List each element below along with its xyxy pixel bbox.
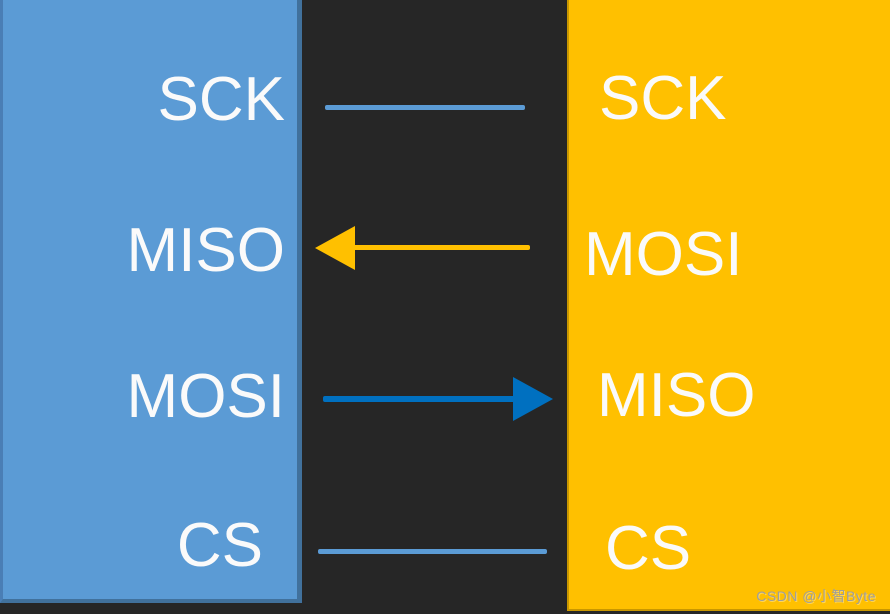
master-pin-sck: SCK bbox=[157, 65, 285, 134]
watermark: CSDN @小智Byte bbox=[756, 588, 876, 604]
slave-pin-miso: MISO bbox=[597, 361, 756, 430]
master-device-box: SCK MISO MOSI CS bbox=[0, 0, 302, 603]
arrow-left-icon bbox=[315, 226, 355, 270]
arrow-right-icon bbox=[513, 377, 553, 421]
slave-pin-mosi: MOSI bbox=[584, 220, 743, 289]
cs-wire bbox=[318, 549, 547, 554]
master-pin-mosi: MOSI bbox=[126, 362, 285, 431]
slave-pin-cs: CS bbox=[605, 514, 692, 583]
master-pin-miso: MISO bbox=[126, 216, 285, 285]
sck-wire bbox=[325, 105, 525, 110]
slave-pin-sck: SCK bbox=[599, 64, 727, 133]
master-pin-cs: CS bbox=[176, 511, 263, 580]
mosi-to-miso-wire-gold bbox=[352, 245, 530, 250]
mosi-to-miso-wire-blue bbox=[323, 396, 515, 402]
slave-device-box: SCK MOSI MISO CS bbox=[567, 0, 890, 611]
